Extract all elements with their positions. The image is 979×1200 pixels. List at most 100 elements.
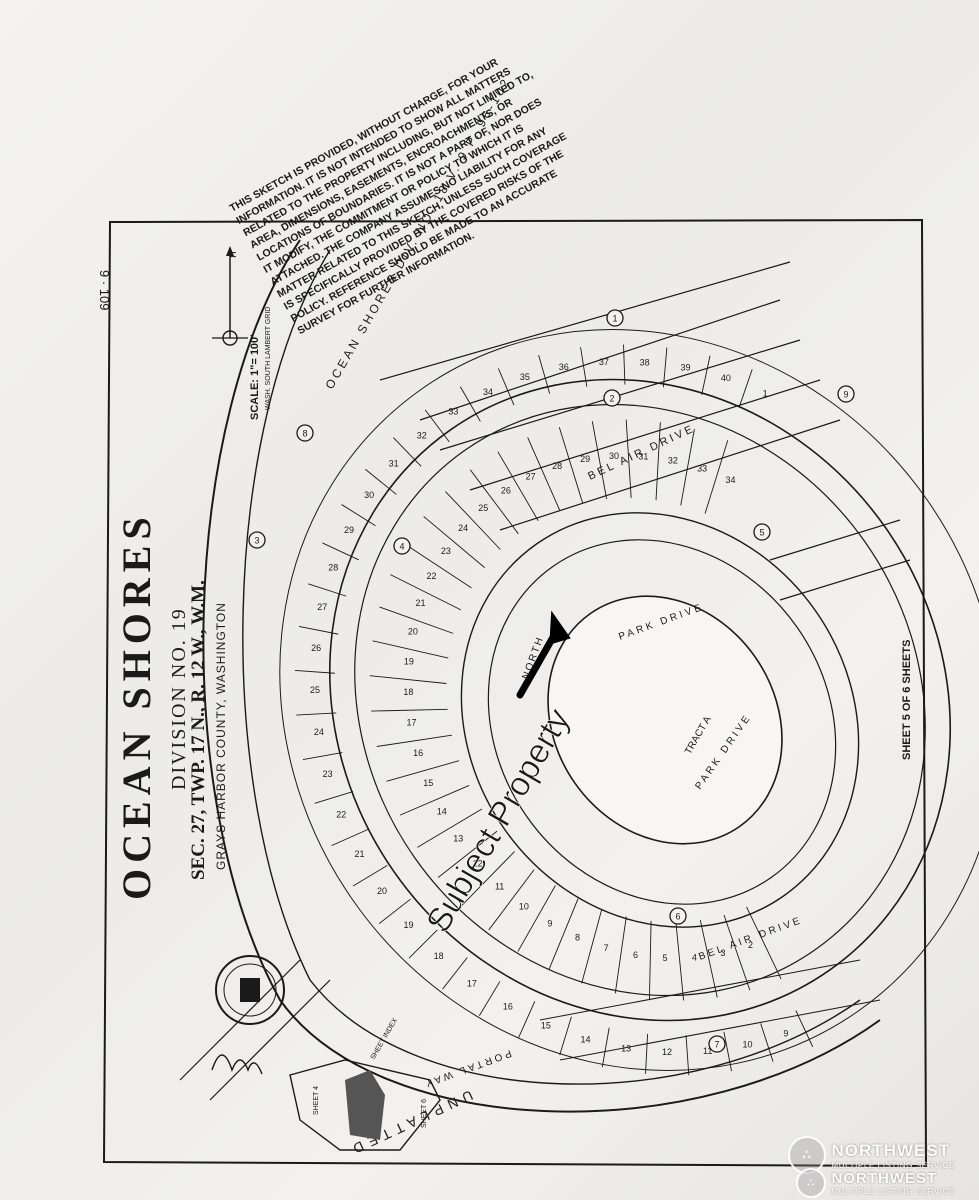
lot-line <box>738 369 753 408</box>
block-number: 7 <box>714 1040 719 1050</box>
lot-number: 32 <box>668 456 678 466</box>
lot-number: 31 <box>638 451 648 461</box>
north-label: n <box>225 251 239 258</box>
block-number: 5 <box>759 528 764 538</box>
lot-line <box>591 421 608 500</box>
lot-number: 17 <box>467 978 477 988</box>
block-circle <box>603 389 621 407</box>
lot-number: 13 <box>621 1043 631 1053</box>
lot-line <box>675 922 685 1001</box>
portal-way-inner-edge <box>242 249 861 1085</box>
lot-line <box>760 1023 774 1062</box>
lot-line <box>423 516 485 568</box>
park-drive-inner <box>487 539 837 905</box>
lot-line <box>442 957 468 990</box>
lot-line <box>497 368 515 406</box>
lot-line <box>517 885 556 952</box>
lot-number: 11 <box>703 1046 712 1056</box>
lot-line <box>723 914 751 991</box>
block-number: 2 <box>609 394 614 404</box>
map-title: OCEAN SHORES <box>114 511 159 900</box>
lot-line <box>314 791 354 804</box>
lot-line <box>469 469 519 535</box>
lot-line <box>296 712 337 716</box>
lot-line <box>369 675 447 684</box>
lot-number: 25 <box>478 503 488 513</box>
sketch-number: 9 · 109 <box>97 270 112 310</box>
watermark-sub: MULTIPLE LISTING SERVICE <box>831 1187 955 1196</box>
lot-number: 36 <box>559 362 569 372</box>
block-number: 4 <box>399 542 404 552</box>
lot-number: 21 <box>354 849 364 859</box>
subject-property-label: Subject Property <box>419 702 578 939</box>
lot-number: 13 <box>453 833 463 843</box>
lot-number: 24 <box>314 727 324 737</box>
lot-line <box>331 828 369 847</box>
lot-number: 26 <box>501 486 511 496</box>
block-circle <box>837 385 855 403</box>
lot-number: 19 <box>404 920 414 930</box>
lot-line <box>680 429 695 506</box>
lot-band <box>279 329 979 1071</box>
lot-line <box>417 808 483 848</box>
lot-number: 21 <box>416 598 426 608</box>
lot-number: 20 <box>408 627 418 637</box>
map-frame <box>102 218 928 1168</box>
lot-line <box>655 422 661 501</box>
lot-number: 22 <box>336 810 346 820</box>
lot-line <box>581 908 603 984</box>
block-circle <box>248 531 266 549</box>
watermark-sub: MULTIPLE LISTING SERVICE <box>831 1160 955 1170</box>
lot-line <box>795 1010 814 1048</box>
lot-line <box>302 752 343 760</box>
lot-number: 5 <box>663 953 668 963</box>
lot-line <box>704 440 729 514</box>
lot-line <box>399 784 470 816</box>
lot-number: 1 <box>763 389 768 399</box>
lot-number: 32 <box>417 430 427 440</box>
lot-line <box>518 1001 536 1039</box>
lot-number: 12 <box>662 1047 672 1057</box>
lot-number: 25 <box>310 685 320 695</box>
lot-number: 19 <box>404 656 414 666</box>
lot-line <box>548 898 579 970</box>
lot-number: 34 <box>483 387 493 397</box>
lot-line <box>322 542 359 561</box>
lot-line <box>645 1033 649 1074</box>
lot-number: 33 <box>448 406 458 416</box>
bel-air-drive-inner <box>354 403 926 997</box>
lot-line <box>371 708 448 712</box>
lot-number: 39 <box>681 363 691 373</box>
lot-number: 8 <box>575 933 580 943</box>
lot-number: 14 <box>437 806 447 816</box>
lot-number: 10 <box>519 901 529 911</box>
lot-line <box>699 920 718 998</box>
lot-line <box>648 920 652 1000</box>
disclaimer-block: THIS SKETCH IS PROVIDED, WITHOUT CHARGE,… <box>228 56 569 337</box>
lot-line <box>623 344 626 385</box>
lot-number: 29 <box>344 525 354 535</box>
lot-number: 24 <box>458 523 468 533</box>
scale-label: SCALE: 1"= 100' <box>249 334 261 420</box>
lot-line <box>341 504 376 527</box>
county-label: GRAYS HARBOR COUNTY, WASHINGTON <box>214 602 228 870</box>
lot-number: 10 <box>742 1040 752 1050</box>
lot-line <box>424 409 450 443</box>
lot-line <box>390 574 462 611</box>
block-circle <box>393 537 411 555</box>
block-circle <box>753 523 771 541</box>
lot-number: 11 <box>495 881 504 891</box>
lot-number: 18 <box>403 687 413 697</box>
lot-number: 23 <box>323 769 333 779</box>
lot-line <box>308 583 347 597</box>
lot-number: 26 <box>311 643 321 653</box>
lot-line <box>365 468 397 495</box>
lot-line <box>527 437 561 511</box>
inset-label: SHEET INDEX <box>370 1017 400 1061</box>
lot-line <box>408 929 438 959</box>
section-label: SEC. 27, TWP. 17 N., R. 12 W., W.M. <box>188 580 209 880</box>
lot-number: 7 <box>604 943 609 953</box>
lot-number: 9 <box>783 1028 788 1038</box>
block-circle <box>296 424 314 442</box>
lot-numbers: 2931041151261371481591610171118121913201… <box>310 357 788 1057</box>
